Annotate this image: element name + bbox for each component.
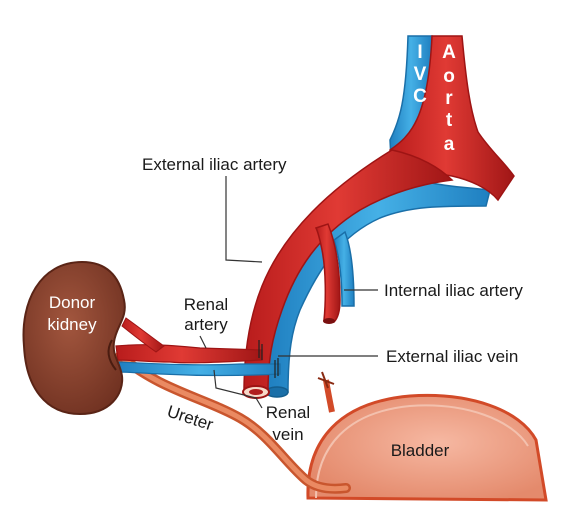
aorta-letter-5: a bbox=[444, 134, 455, 155]
label-renal-artery-2: artery bbox=[184, 315, 228, 334]
label-renal-vein-2: vein bbox=[272, 425, 303, 444]
ivc-letter-2: V bbox=[414, 64, 427, 85]
label-external-iliac-artery: External iliac artery bbox=[142, 155, 287, 174]
renal-vein-vessel bbox=[118, 362, 280, 376]
aorta-letter-1: A bbox=[442, 42, 456, 63]
ivc-letter-3: C bbox=[413, 86, 427, 107]
label-bladder: Bladder bbox=[391, 441, 450, 460]
leader-renal-artery bbox=[200, 336, 206, 348]
aorta-letter-4: t bbox=[446, 110, 453, 131]
donor-kidney-shape bbox=[23, 262, 124, 414]
ivc-letter-1: I bbox=[417, 42, 422, 63]
label-renal-vein-1: Renal bbox=[266, 403, 310, 422]
renal-artery-vessel bbox=[116, 345, 262, 363]
label-donor-kidney-2: kidney bbox=[47, 315, 97, 334]
internal-iliac-artery-end bbox=[323, 318, 335, 324]
aorta-letter-2: o bbox=[443, 66, 455, 87]
leader-external-iliac-artery bbox=[226, 176, 262, 262]
label-donor-kidney-1: Donor bbox=[49, 293, 96, 312]
aorta-letter-3: r bbox=[445, 88, 453, 109]
label-internal-iliac-artery: Internal iliac artery bbox=[384, 281, 523, 300]
artery-lumen bbox=[249, 389, 263, 395]
label-external-iliac-vein: External iliac vein bbox=[386, 347, 518, 366]
label-renal-artery-1: Renal bbox=[184, 295, 228, 314]
